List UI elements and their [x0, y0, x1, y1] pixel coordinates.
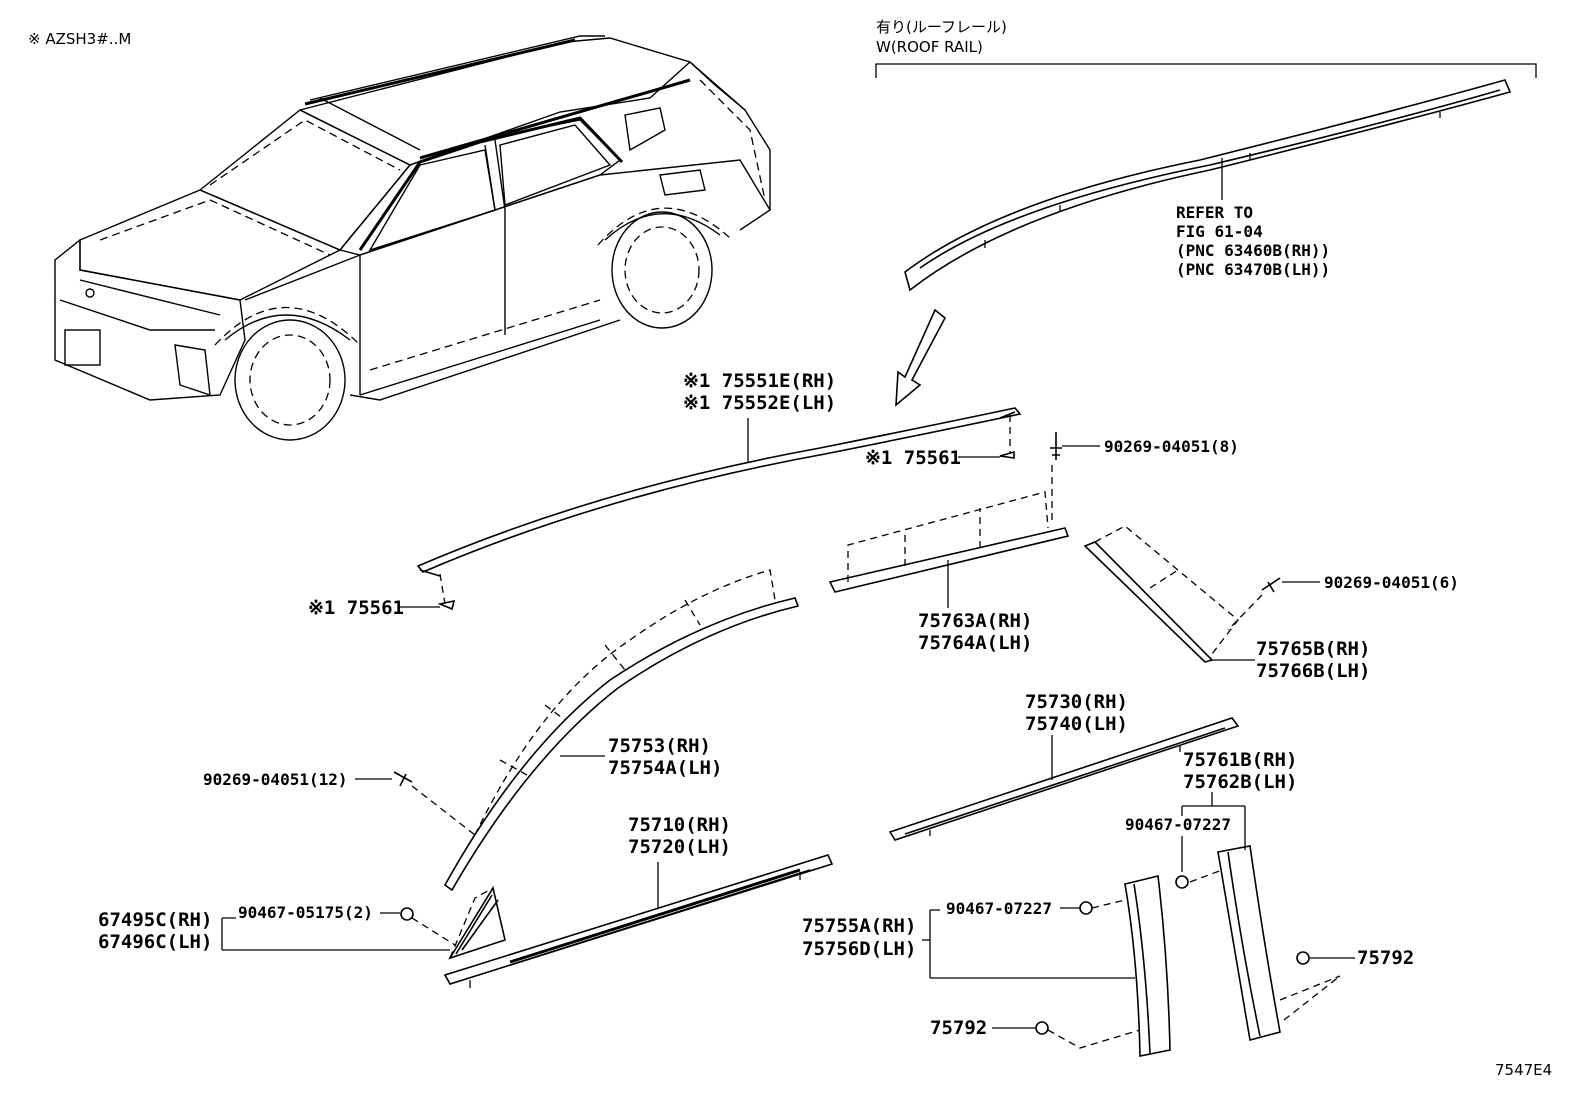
label-90269-12: 90269-04051(12) [203, 770, 348, 789]
label-75730: 75730(RH) [1025, 691, 1128, 713]
fastener-90269-8: 90269-04051(8) [1050, 432, 1239, 520]
clip-icon [1296, 951, 1310, 965]
label-75561-upper: ※1 75561 [865, 447, 961, 469]
clip-icon [400, 907, 414, 921]
roof-rail-bracket [875, 63, 1537, 78]
roof-rail-ref-2: FIG 61-04 [1176, 222, 1263, 241]
label-75766b: 75766B(LH) [1256, 660, 1370, 682]
roof-rail-title-jp: 有り(ルーフレール) [876, 18, 1007, 36]
roof-rail-part [904, 79, 1512, 292]
label-90269-6: 90269-04051(6) [1324, 573, 1459, 592]
clip-icon [1035, 1021, 1049, 1035]
roof-moulding-75551: ※1 75551E(RH) ※1 75552E(LH) ※1 75561 ※1 … [308, 370, 1022, 619]
figure-code: 7547E4 [1495, 1061, 1552, 1079]
vehicle-illustration [54, 35, 771, 441]
garnish-75761: 75761B(RH) 75762B(LH) 90467-07227 [1125, 749, 1341, 1041]
label-75756d: 75756D(LH) [802, 938, 916, 960]
label-75792-right: 75792 [1357, 947, 1414, 969]
clip-75792-right: 75792 [1296, 947, 1414, 969]
label-75755a: 75755A(RH) [802, 915, 916, 937]
label-75561-lower: ※1 75561 [308, 597, 404, 619]
label-75764a: 75764A(LH) [918, 632, 1032, 654]
roof-rail-title-en: W(ROOF RAIL) [876, 38, 983, 56]
roof-rail-ref-4: (PNC 63470B(LH)) [1176, 260, 1330, 279]
label-75761b: 75761B(RH) [1183, 749, 1297, 771]
moulding-75763: 75763A(RH) 75764A(LH) [828, 491, 1070, 654]
moulding-75753: 75753(RH) 75754A(LH) 90269-04051(12) [203, 569, 800, 892]
moulding-75710: 75710(RH) 75720(LH) [443, 814, 834, 988]
label-75763a: 75763A(RH) [918, 610, 1032, 632]
clip-75792-lower: 75792 [930, 1017, 1141, 1049]
clip-icon [1079, 901, 1093, 915]
garnish-75755: 90467-07227 75755A(RH) 75756D(LH) [802, 875, 1171, 1057]
clip-icon [1261, 577, 1281, 593]
moulding-75730: 75730(RH) 75740(LH) [888, 691, 1240, 841]
arrow-icon [895, 308, 947, 407]
label-75740: 75740(LH) [1025, 713, 1128, 735]
label-75792-lower: 75792 [930, 1017, 987, 1039]
roof-rail-ref-3: (PNC 63460B(RH)) [1176, 241, 1330, 260]
clip-icon [393, 771, 413, 787]
label-75754a: 75754A(LH) [608, 757, 722, 779]
moulding-75765: 90269-04051(6) 75765B(RH) 75766B(LH) [1083, 525, 1459, 682]
roof-rail-ref-1: REFER TO [1176, 203, 1253, 222]
label-75710: 75710(RH) [628, 814, 731, 836]
label-90467-07227-upper: 90467-07227 [1125, 815, 1231, 834]
label-75551e: ※1 75551E(RH) [683, 370, 836, 392]
label-90467-07227-lower: 90467-07227 [946, 899, 1052, 918]
clip-icon [1050, 432, 1062, 460]
clip-icon [1175, 875, 1189, 889]
cover-67495: 67495C(RH) 67496C(LH) 90467-05175(2) [98, 885, 506, 960]
label-75552e: ※1 75552E(LH) [683, 392, 836, 414]
label-75765b: 75765B(RH) [1256, 638, 1370, 660]
label-90467-05175: 90467-05175(2) [238, 903, 373, 922]
roof-rail-group: 有り(ルーフレール) W(ROOF RAIL) REFER TO FIG 61-… [875, 18, 1537, 407]
label-67496c: 67496C(LH) [98, 931, 212, 953]
label-75720: 75720(LH) [628, 836, 731, 858]
model-note: ※ AZSH3#..M [28, 30, 131, 48]
label-75753: 75753(RH) [608, 735, 711, 757]
label-75762b: 75762B(LH) [1183, 771, 1297, 793]
label-90269-8: 90269-04051(8) [1104, 437, 1239, 456]
label-67495c: 67495C(RH) [98, 909, 212, 931]
